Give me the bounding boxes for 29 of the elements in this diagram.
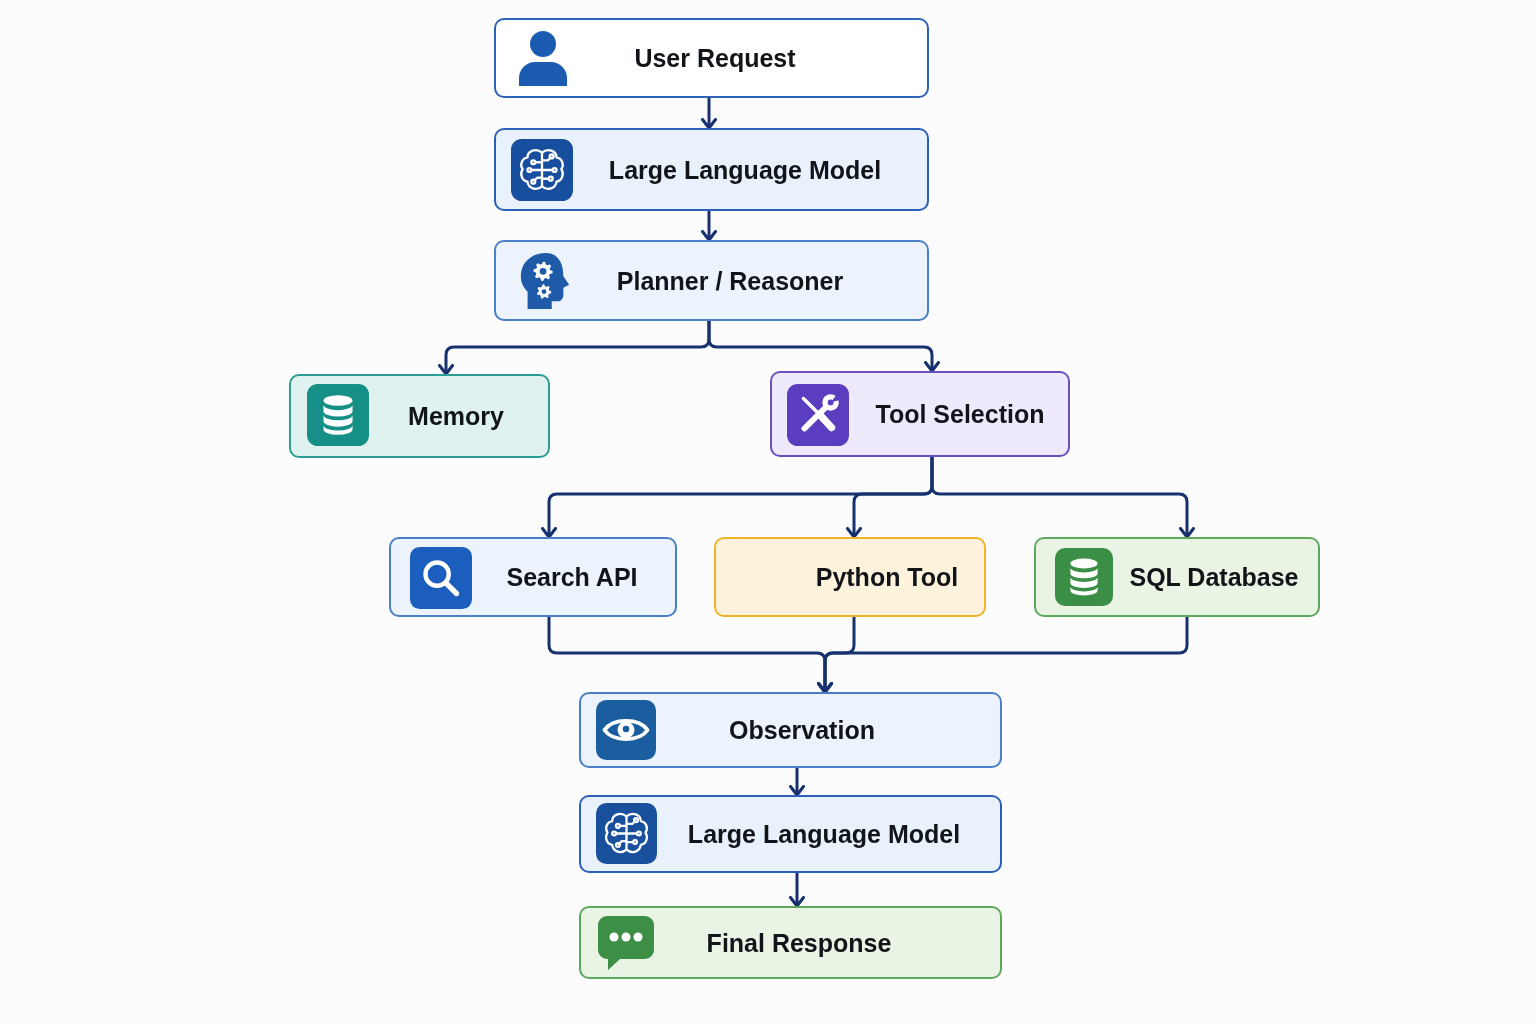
process-box (770, 371, 1070, 457)
step-label: Large Language Model (687, 819, 961, 849)
process-box (494, 128, 929, 211)
step-label: Large Language Model (608, 154, 882, 185)
step-label: SQL Database (1129, 562, 1299, 592)
process-box (714, 537, 986, 617)
process-box (579, 906, 1002, 979)
process-box (289, 374, 550, 458)
arrow (789, 873, 805, 908)
arrow (707, 321, 940, 373)
step-label: Memory (408, 401, 504, 431)
step-label: Planner / Reasoner (616, 265, 844, 296)
step-label: Search API (506, 562, 638, 592)
step-label: Final Response (706, 927, 892, 958)
step-label: Python Tool (815, 562, 959, 592)
step-label: User Request (634, 43, 796, 73)
arrow (930, 457, 1195, 539)
step-label: Tool Selection (875, 399, 1045, 429)
process-box (494, 18, 929, 98)
arrow (701, 211, 717, 242)
arrow (789, 768, 805, 797)
process-box (389, 537, 677, 617)
process-box (579, 795, 1002, 873)
arrow (701, 98, 717, 130)
process-box (579, 692, 1002, 768)
step-label: Observation (729, 715, 875, 745)
process-box (494, 240, 929, 321)
arrow (817, 617, 1189, 694)
process-box (1034, 537, 1320, 617)
